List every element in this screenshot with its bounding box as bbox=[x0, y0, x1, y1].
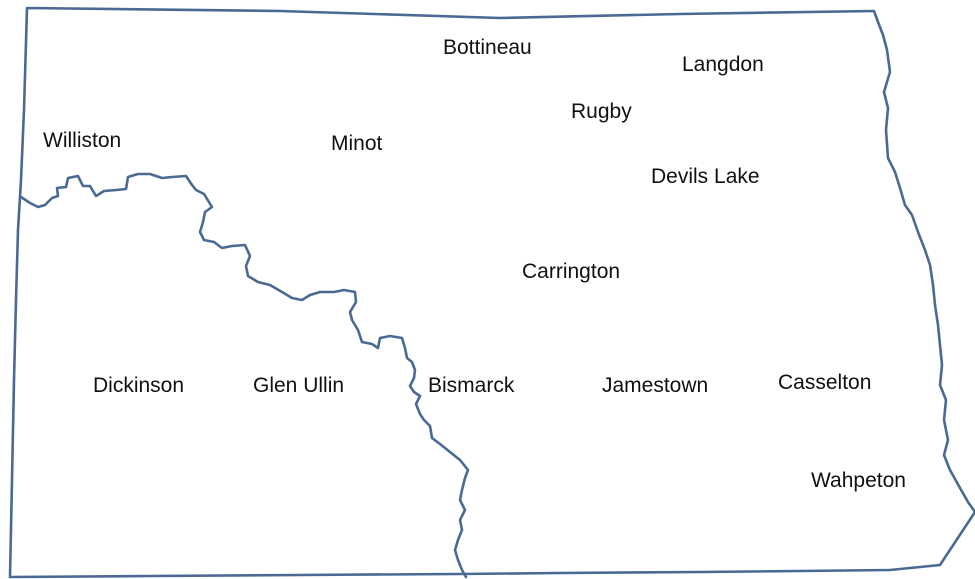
city-label-rugby: Rugby bbox=[571, 100, 632, 123]
city-label-langdon: Langdon bbox=[682, 53, 764, 76]
city-label-carrington: Carrington bbox=[522, 260, 621, 283]
state-border bbox=[8, 6, 975, 579]
city-label-bismarck: Bismarck bbox=[428, 374, 515, 397]
city-label-devils-lake: Devils Lake bbox=[651, 165, 760, 188]
missouri-river bbox=[19, 172, 470, 579]
city-label-casselton: Casselton bbox=[778, 371, 872, 394]
city-label-jamestown: Jamestown bbox=[602, 374, 709, 397]
city-label-bottineau: Bottineau bbox=[443, 36, 532, 59]
city-label-glen-ullin: Glen Ullin bbox=[253, 374, 345, 397]
city-label-williston: Williston bbox=[43, 129, 122, 152]
city-label-dickinson: Dickinson bbox=[93, 374, 185, 397]
city-label-wahpeton: Wahpeton bbox=[811, 469, 906, 492]
city-label-minot: Minot bbox=[331, 132, 383, 155]
